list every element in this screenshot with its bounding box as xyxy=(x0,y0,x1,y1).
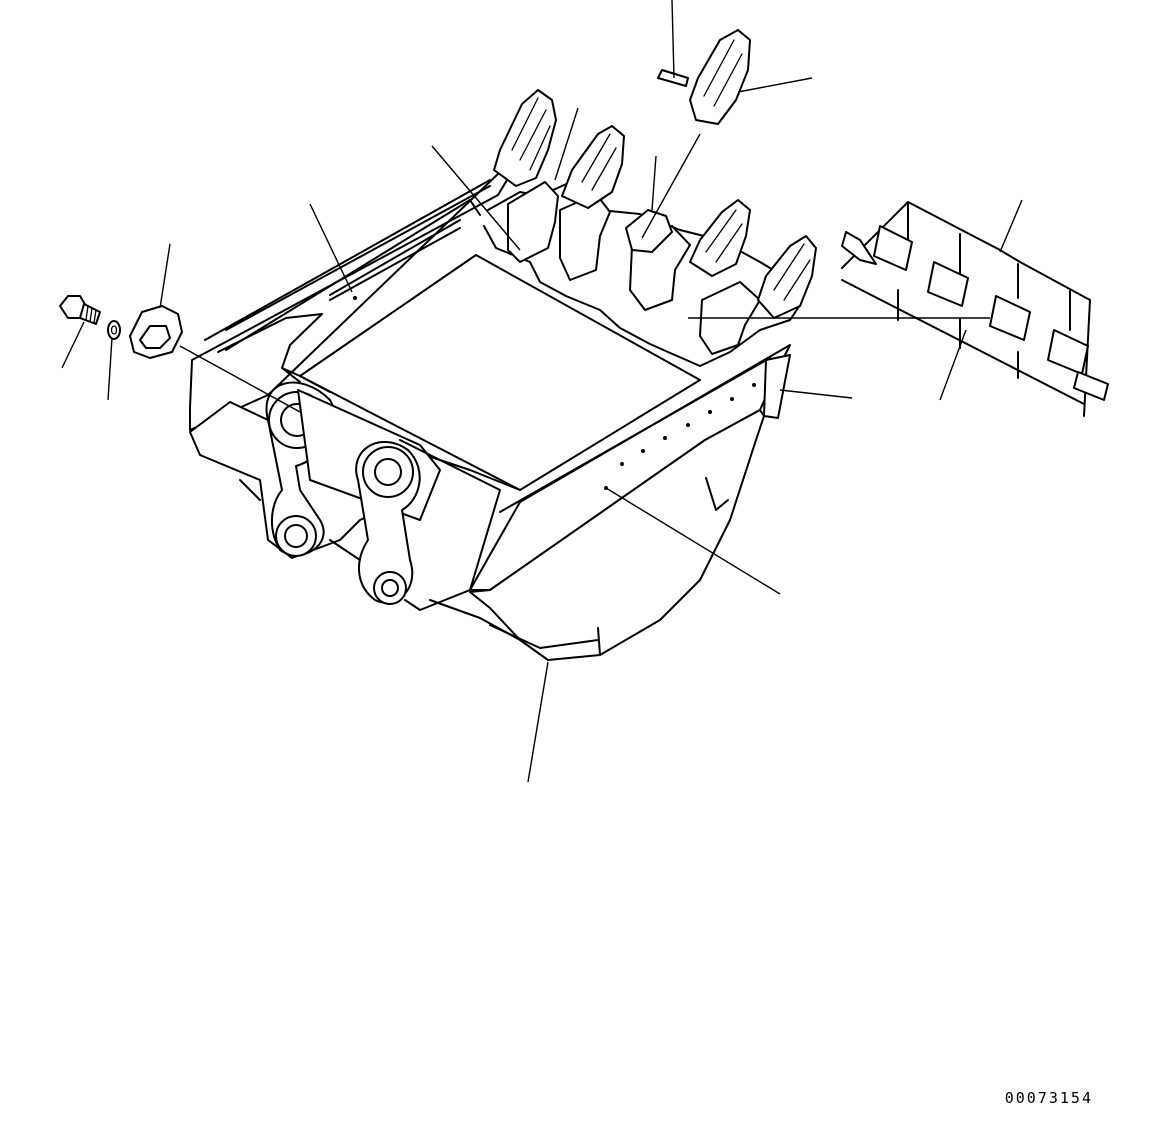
washer xyxy=(107,320,121,340)
side-plate-disc xyxy=(129,305,183,359)
tooth-pin xyxy=(657,69,689,87)
side-cutter-set xyxy=(841,201,1109,417)
bucket-body xyxy=(189,171,791,661)
cutter-blocks xyxy=(841,225,1109,401)
spare-tooth xyxy=(689,29,751,125)
teeth-row xyxy=(483,89,817,367)
bolt xyxy=(59,295,101,325)
side-plate-holes xyxy=(604,383,756,490)
drawing-number: 00073154 xyxy=(1004,1089,1093,1107)
leader-lines xyxy=(61,0,1023,783)
